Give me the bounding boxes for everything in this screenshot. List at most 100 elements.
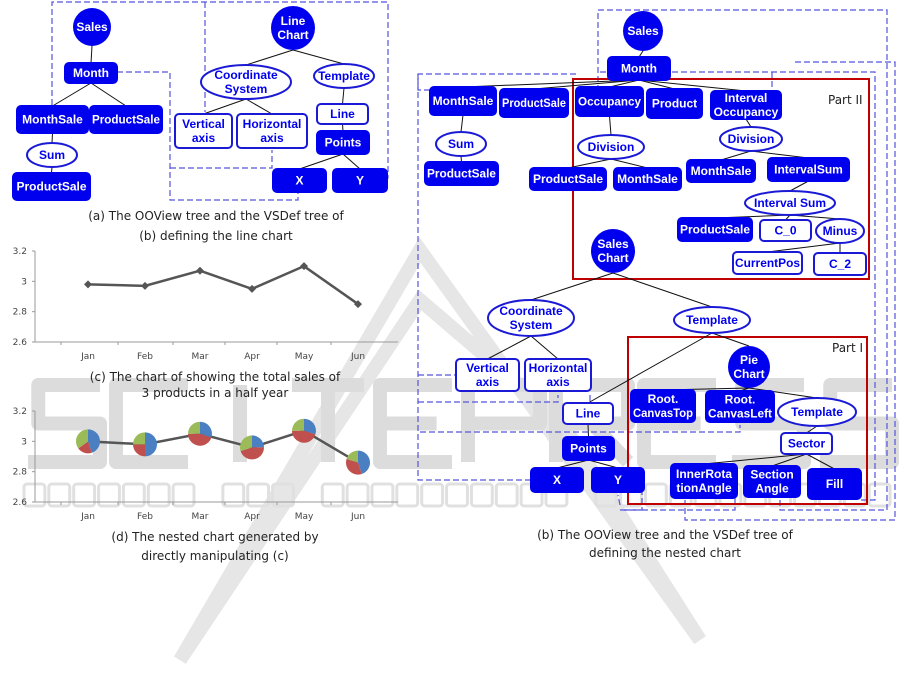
node-label: Sector xyxy=(788,437,826,451)
mapping-dashed-line xyxy=(684,61,896,521)
tree-node-a-line: Line xyxy=(316,103,369,125)
tree-edge xyxy=(90,45,93,64)
node-label: Line xyxy=(576,407,601,421)
pie-slice xyxy=(200,421,212,438)
tree-node-b-sum: Sum xyxy=(435,131,487,157)
tree-node-b-sales: Sales xyxy=(623,11,663,51)
tree-node-b-fill: Fill xyxy=(807,468,862,500)
tree-node-b-division2: Division xyxy=(719,126,783,152)
tree-node-b-minus: Minus xyxy=(815,218,865,244)
tree-node-b-occupancy: Occupancy xyxy=(575,86,644,117)
node-label: IntervalSum xyxy=(774,163,843,177)
tree-node-b-template2: Template xyxy=(777,397,857,427)
node-label: ProductSale xyxy=(16,180,86,194)
tree-node-a-points: Points xyxy=(316,130,370,155)
watermark-logo-lettering xyxy=(28,385,892,462)
x-tick-label: Feb xyxy=(137,512,153,522)
data-point xyxy=(354,300,362,309)
node-label: Sum xyxy=(39,148,65,162)
x-tick-label: Apr xyxy=(244,352,260,362)
tree-node-b-root1: Root.CanvasTop xyxy=(630,389,696,423)
node-label: Division xyxy=(588,140,635,154)
tree-edge xyxy=(748,387,818,399)
node-label: CurrentPos xyxy=(735,256,800,270)
tree-node-b-monthsale2: MonthSale xyxy=(613,167,682,191)
node-label: Line xyxy=(330,107,355,121)
y-tick-label: 3.2 xyxy=(13,407,27,417)
x-tick-label: May xyxy=(295,352,314,362)
tree-node-b-productsale4: ProductSale xyxy=(677,217,753,242)
tree-node-a-template: Template xyxy=(313,63,375,89)
tree-edge xyxy=(203,98,247,115)
series-line xyxy=(87,264,359,306)
pie-marker xyxy=(346,450,370,475)
pie-slice xyxy=(88,429,101,453)
y-tick-label: 2.8 xyxy=(13,308,28,318)
tree-edge xyxy=(587,423,589,438)
tree-node-a-sales: Sales xyxy=(73,8,111,46)
tree-node-a-y: Y xyxy=(332,168,388,193)
tree-node-a-productsale2: ProductSale xyxy=(12,172,91,201)
pie-slice xyxy=(133,444,145,457)
tree-edge xyxy=(750,150,809,159)
tree-edge xyxy=(587,332,713,404)
y-tick-label: 3 xyxy=(21,437,27,447)
node-label: X xyxy=(553,473,561,487)
x-tick-label: Jun xyxy=(350,352,365,362)
data-point xyxy=(300,262,308,271)
caption-d-line1: (d) The nested chart generated by xyxy=(111,530,318,544)
node-label: Template xyxy=(791,405,843,419)
tree-edge xyxy=(638,79,675,90)
pie-marker xyxy=(292,418,317,443)
node-label: Points xyxy=(570,442,607,456)
node-label: Fill xyxy=(826,477,843,491)
tree-edge xyxy=(806,453,835,470)
node-label: MonthSale xyxy=(433,94,494,108)
tree-node-a-monthsale: MonthSale xyxy=(16,105,89,134)
node-label: Sum xyxy=(448,137,474,151)
tree-node-b-sector: Sector xyxy=(780,432,833,455)
pie-marker xyxy=(133,432,157,457)
node-label: Template xyxy=(686,313,738,327)
mapping-dashed-line xyxy=(117,71,299,201)
tree-node-b-c0: C_0 xyxy=(759,219,812,242)
node-label: Interval Sum xyxy=(754,196,826,210)
tree-node-b-productsale3: ProductSale xyxy=(529,167,607,191)
tree-node-b-c2: C_2 xyxy=(813,252,867,276)
tree-edge xyxy=(292,49,345,65)
tree-node-b-division1: Division xyxy=(577,134,645,160)
x-tick-label: Mar xyxy=(192,352,209,362)
tree-edge xyxy=(771,453,807,467)
tree-edge xyxy=(612,272,713,308)
tree-node-b-productsale2: ProductSale xyxy=(424,161,499,186)
tree-edge xyxy=(533,79,640,90)
node-label: Month xyxy=(621,62,657,76)
x-tick-label: Jan xyxy=(80,352,95,362)
node-label: Template xyxy=(318,69,370,83)
tree-edge xyxy=(245,49,294,66)
node-label: Y xyxy=(614,473,622,487)
node-label: MonthSale xyxy=(22,113,83,127)
node-label: ProductSale xyxy=(533,172,603,186)
x-tick-label: May xyxy=(295,512,314,522)
pie-slice xyxy=(145,432,157,457)
y-tick-label: 2.6 xyxy=(13,338,28,348)
tree-edge xyxy=(745,118,752,128)
tree-node-b-template: Template xyxy=(673,306,751,334)
